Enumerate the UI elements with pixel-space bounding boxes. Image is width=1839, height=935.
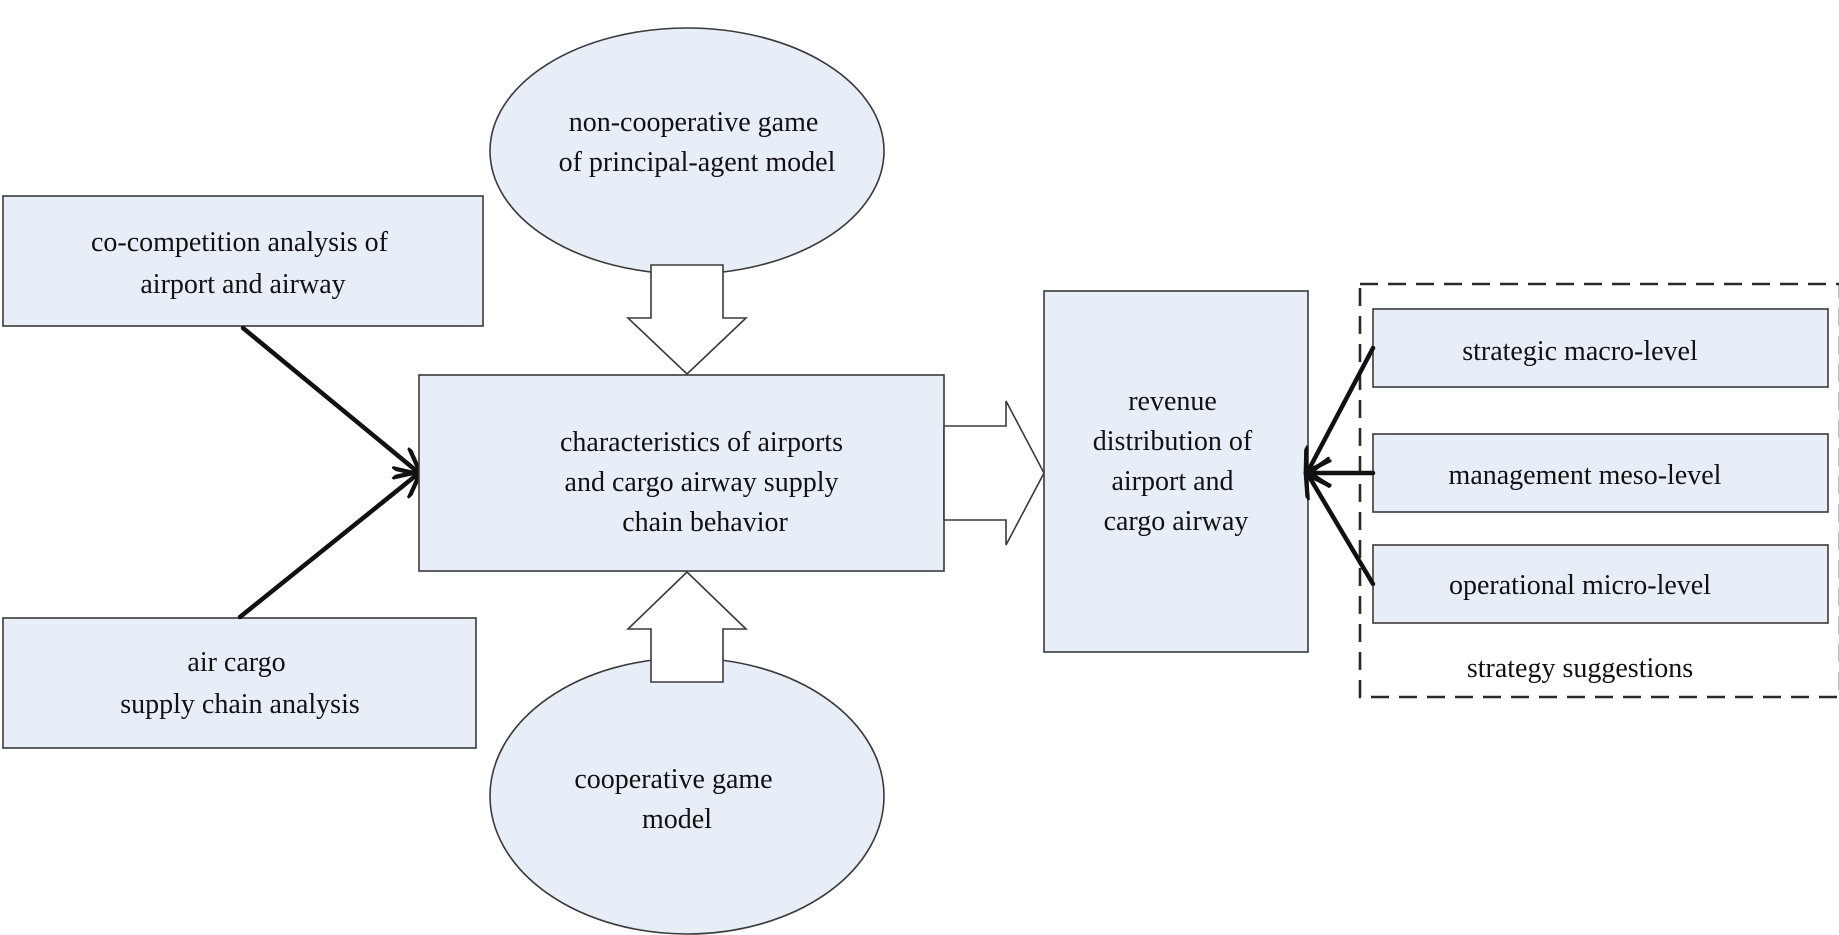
block-arrow-down xyxy=(625,264,749,376)
arrow-co-competition-to-characteristics xyxy=(240,325,419,473)
cooperative-line-1: cooperative game xyxy=(574,764,772,795)
operational-line-1: operational micro-level xyxy=(1449,570,1711,601)
non-cooperative-game-label: non-cooperative game of principal-agent … xyxy=(559,107,836,178)
management-meso-level-box xyxy=(1372,433,1829,513)
air-cargo-supply-chain-label: air cargo supply chain analysis xyxy=(120,647,360,720)
management-meso-level-label: management meso-level xyxy=(1449,460,1722,491)
strategic-macro-level-box xyxy=(1372,308,1829,388)
revenue-line-1: revenue xyxy=(1128,386,1217,417)
characteristics-line-2: and cargo airway supply xyxy=(565,467,839,498)
air-cargo-line-1: air cargo xyxy=(187,647,285,678)
strategy-caption-text: strategy suggestions xyxy=(1467,653,1693,684)
strategic-macro-level-label: strategic macro-level xyxy=(1462,336,1698,367)
revenue-distribution-box xyxy=(1043,290,1309,653)
air-cargo-supply-chain-box xyxy=(2,617,477,749)
operational-micro-level-box xyxy=(1372,544,1829,624)
cooperative-game-label: cooperative game model xyxy=(574,764,779,835)
operational-micro-level-label: operational micro-level xyxy=(1449,570,1711,601)
arrow-strategic-to-revenue xyxy=(1307,345,1376,473)
strategy-suggestions-frame xyxy=(1358,282,1839,699)
revenue-line-4: cargo airway xyxy=(1104,506,1249,537)
co-competition-analysis-label: co-competition analysis of airport and a… xyxy=(91,227,395,300)
arrow-air-cargo-to-characteristics xyxy=(237,473,419,620)
revenue-distribution-label: revenue distribution of airport and carg… xyxy=(1093,386,1259,537)
characteristics-label: characteristics of airports and cargo ai… xyxy=(560,427,850,538)
block-arrow-up xyxy=(626,570,748,683)
revenue-line-3: airport and xyxy=(1111,466,1233,497)
non-cooperative-line-1: non-cooperative game xyxy=(569,107,819,138)
co-competition-line-1: co-competition analysis of xyxy=(91,227,389,258)
revenue-line-2: distribution of xyxy=(1093,426,1253,457)
air-cargo-line-2: supply chain analysis xyxy=(120,689,360,720)
non-cooperative-line-2: of principal-agent model xyxy=(559,147,836,178)
cooperative-line-2: model xyxy=(642,804,712,835)
arrow-operational-to-revenue xyxy=(1307,473,1376,587)
strategy-suggestions-caption: strategy suggestions xyxy=(1467,653,1693,684)
characteristics-line-3: chain behavior xyxy=(622,507,788,538)
co-competition-line-2: airport and airway xyxy=(140,269,345,300)
cooperative-game-ellipse xyxy=(489,657,885,935)
strategic-line-1: strategic macro-level xyxy=(1462,336,1698,367)
characteristics-box xyxy=(418,374,945,572)
management-line-1: management meso-level xyxy=(1449,460,1722,491)
block-arrow-right xyxy=(943,400,1045,546)
co-competition-analysis-box xyxy=(2,195,484,327)
characteristics-line-1: characteristics of airports xyxy=(560,427,843,458)
